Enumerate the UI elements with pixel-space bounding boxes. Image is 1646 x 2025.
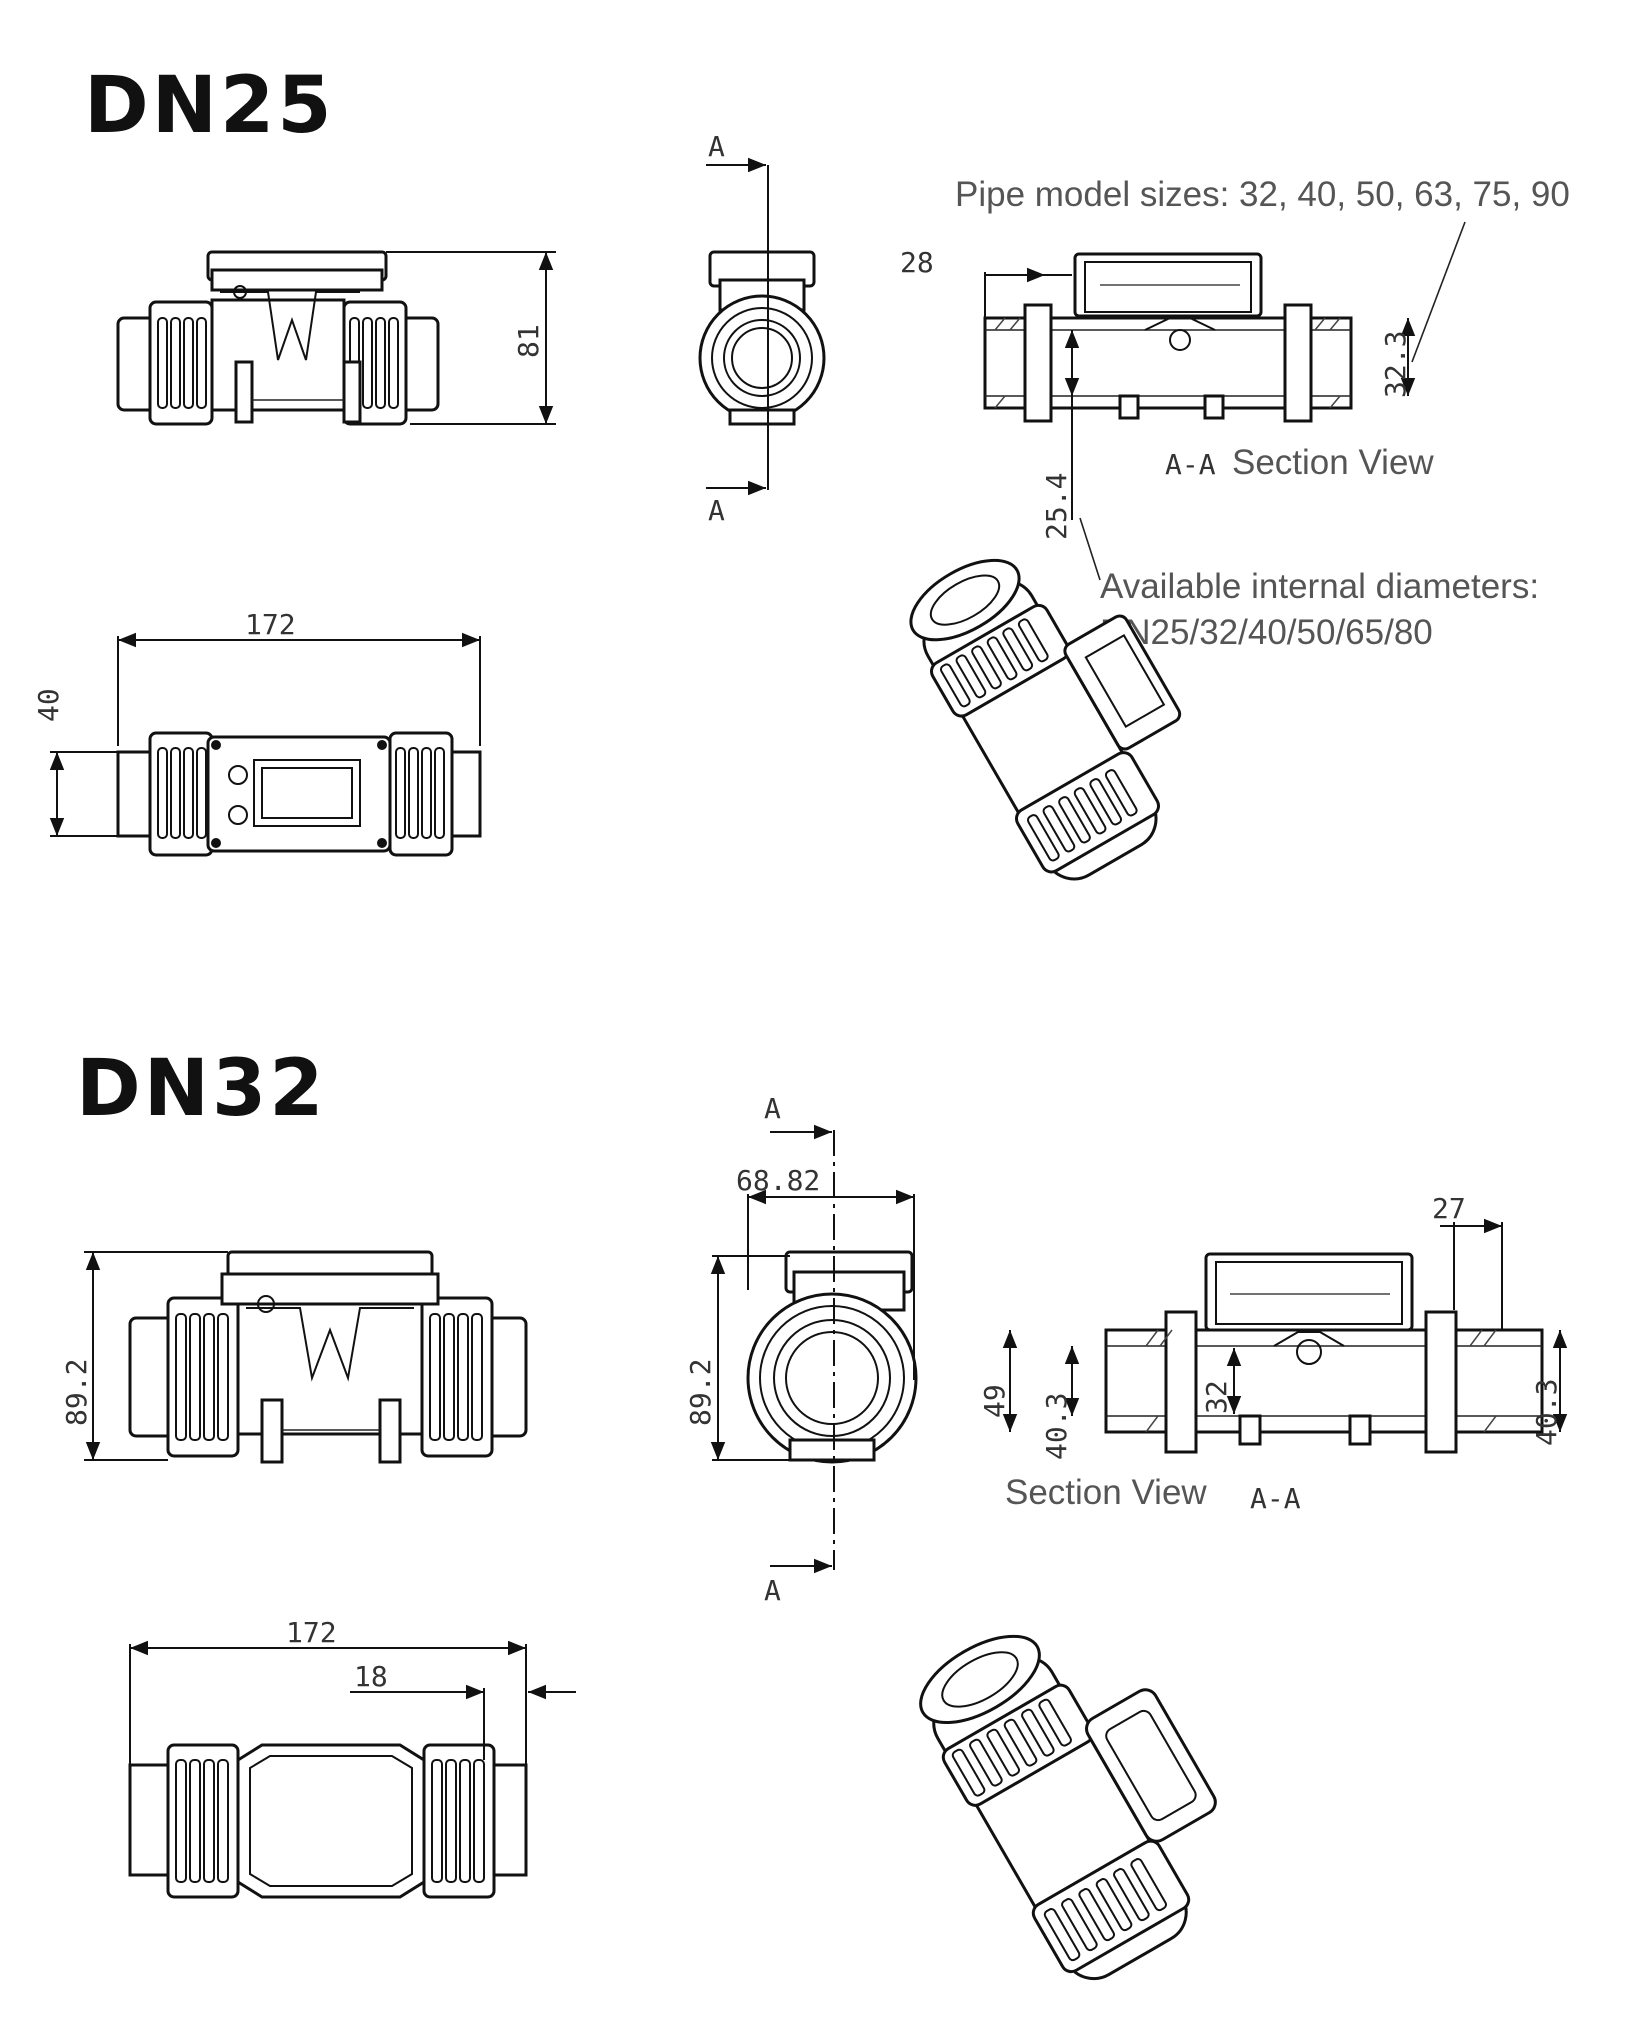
dn25-title: DN25 bbox=[84, 61, 335, 151]
dn32-section-marker-top: A bbox=[764, 1092, 781, 1125]
dn25-dim-section-offset: 28 bbox=[900, 246, 934, 279]
dn32-dim-inner-left: 40.3 bbox=[1040, 1393, 1073, 1460]
dn32-dim-height-end: 89.2 bbox=[684, 1359, 717, 1426]
dn25-section: DN25 81 bbox=[32, 61, 1570, 881]
dn32-dim-height-front: 89.2 bbox=[60, 1359, 93, 1426]
dn32-section: DN32 89.2 bbox=[60, 1044, 1568, 1981]
dn25-section-marker-top: A bbox=[708, 130, 725, 163]
dn32-dim-end-width: 68.82 bbox=[736, 1164, 820, 1197]
dn32-section-code: A-A bbox=[1250, 1482, 1301, 1515]
dn32-dim-bore: 32 bbox=[1200, 1380, 1233, 1414]
dn32-section-view bbox=[1104, 1252, 1544, 1454]
dn25-section-view bbox=[983, 252, 1353, 423]
dn25-dim-length: 172 bbox=[245, 608, 296, 641]
dn25-front-view bbox=[116, 250, 440, 426]
dn25-note-internal-1: Available internal diameters: bbox=[1100, 567, 1539, 606]
dn25-section-code: A-A bbox=[1165, 448, 1216, 481]
dn32-front-view bbox=[128, 1250, 528, 1464]
dn25-dim-width: 40 bbox=[32, 688, 65, 722]
dn25-section-label: Section View bbox=[1232, 443, 1434, 482]
dn32-dim-offset: 18 bbox=[354, 1660, 388, 1693]
dn25-dim-height: 81 bbox=[512, 324, 545, 358]
dn32-section-marker-bottom: A bbox=[764, 1574, 781, 1607]
dn25-note-pipe-sizes: Pipe model sizes: 32, 40, 50, 63, 75, 90 bbox=[955, 175, 1570, 214]
dn32-dim-length: 172 bbox=[286, 1616, 337, 1649]
dn25-iso-view bbox=[909, 558, 1182, 881]
dn25-inner-leader bbox=[1079, 517, 1101, 581]
dn32-top-view bbox=[128, 1743, 528, 1899]
dn25-end-view bbox=[698, 250, 826, 426]
dn32-title: DN32 bbox=[76, 1044, 327, 1134]
dn32-iso-view bbox=[919, 1634, 1217, 1981]
dn25-top-view bbox=[116, 731, 482, 857]
dn25-dim-inner: 25.4 bbox=[1040, 473, 1073, 540]
dn25-section-marker-bottom: A bbox=[708, 494, 725, 527]
dn25-dim-pipe: 32.3 bbox=[1379, 331, 1412, 398]
dn25-note-internal-2: DN25/32/40/50/65/80 bbox=[1100, 613, 1433, 652]
dn32-dim-inner-right: 40.3 bbox=[1530, 1379, 1563, 1446]
dn32-dim-outer: 49 bbox=[978, 1384, 1011, 1418]
dn32-dim-section-offset: 27 bbox=[1432, 1192, 1466, 1225]
dn25-pipe-leader bbox=[1411, 221, 1466, 363]
dn32-section-label: Section View bbox=[1005, 1473, 1207, 1512]
dn32-end-view bbox=[746, 1250, 918, 1464]
